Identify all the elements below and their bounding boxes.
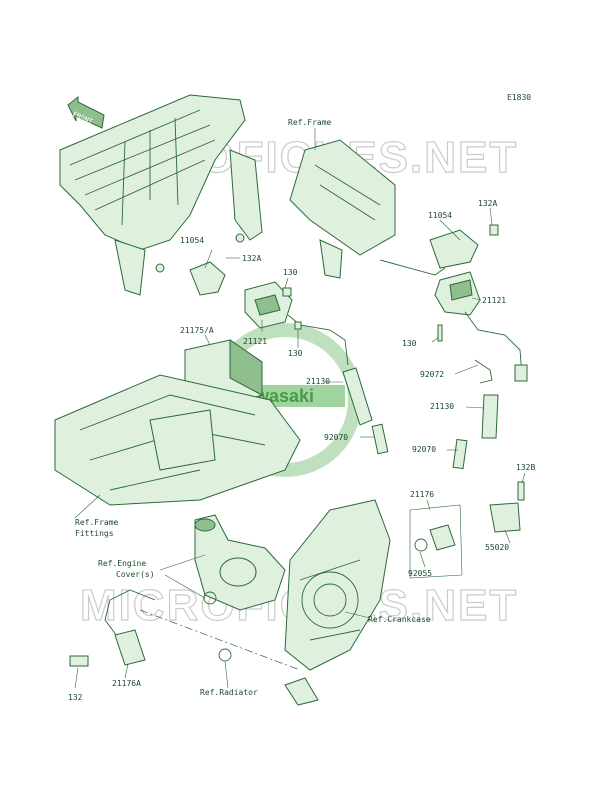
frame-bracket-drawing: [289, 139, 446, 279]
label-132a-right: 132A: [478, 199, 497, 208]
crankcase-drawing: [284, 499, 391, 671]
label-132a-left: 132A: [242, 254, 261, 263]
label-21175a: 21175/A: [180, 326, 214, 335]
engine-cover-drawing: [194, 514, 286, 611]
leader-lines: [74, 128, 526, 689]
label-21130-mid: 21130: [306, 377, 330, 386]
label-ref-radiator: Ref.Radiator: [200, 688, 258, 697]
label-92072: 92072: [420, 370, 444, 379]
frame-drawing: [59, 94, 263, 296]
label-21176a: 21176A: [112, 679, 141, 688]
label-92070-right: 92070: [412, 445, 436, 454]
label-130-left: 130: [402, 339, 417, 348]
label-130-right: 130: [288, 349, 303, 358]
stick-coil-right-drawing: [452, 359, 499, 470]
ignition-coil-right-drawing: [429, 224, 528, 382]
label-130-top: 130: [283, 268, 298, 277]
label-11054-left: 11054: [180, 236, 204, 245]
label-21130-right: 21130: [430, 402, 454, 411]
label-92070-mid: 92070: [324, 433, 348, 442]
label-ref-crankcase: Ref.Crankcase: [368, 615, 431, 624]
sensor-box-21176: [409, 504, 463, 579]
label-21176: 21176: [410, 490, 434, 499]
stick-coil-mid-drawing: [342, 367, 389, 455]
label-ref-frame-fittings-line1: Ref.Frame: [75, 518, 119, 527]
label-21121-left: 21121: [243, 337, 267, 346]
label-11054-right: 11054: [428, 211, 452, 220]
front-arrow-icon: FRONT: [67, 95, 105, 129]
frame-fittings-drawing: [54, 374, 301, 506]
bracket-55020-drawing: [489, 481, 525, 533]
sensor-21176a-drawing: [69, 589, 319, 706]
ignition-coil-left-drawing: [189, 261, 349, 366]
label-ref-frame: Ref.Frame: [288, 118, 332, 127]
label-21121-right: 21121: [482, 296, 506, 305]
diagram-code: E1830: [507, 93, 531, 102]
label-132-bottom: 132: [68, 693, 83, 702]
label-ref-engine-cover-line2: Cover(s): [116, 570, 155, 579]
label-55020: 55020: [485, 543, 509, 552]
label-ref-engine-cover-line1: Ref.Engine: [98, 559, 146, 568]
label-ref-frame-fittings-line2: Fittings: [75, 529, 114, 538]
label-92055: 92055: [408, 569, 432, 578]
label-132b: 132B: [516, 463, 535, 472]
